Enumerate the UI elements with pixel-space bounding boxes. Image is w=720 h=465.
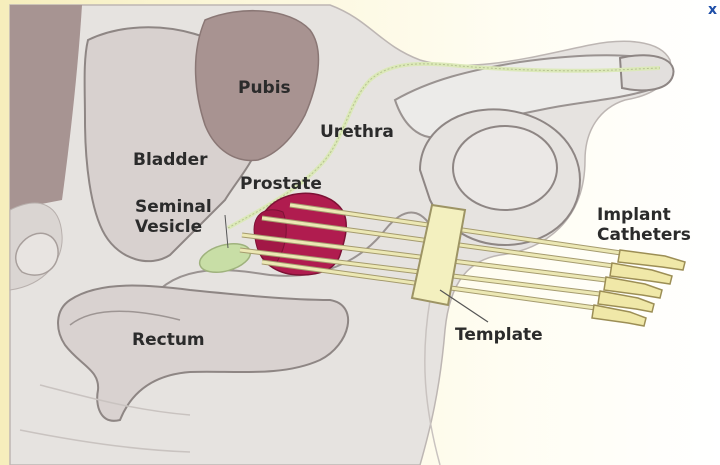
label-pubis: Pubis <box>238 78 291 98</box>
label-seminal: Seminal <box>135 197 212 217</box>
label-rectum: Rectum <box>132 330 205 350</box>
label-vesicle: Vesicle <box>135 217 202 237</box>
testis-shape <box>453 126 557 210</box>
label-urethra: Urethra <box>320 122 394 142</box>
label-template: Template <box>455 325 543 345</box>
corner-mark: x <box>708 2 717 18</box>
glans-shape <box>620 55 673 90</box>
label-catheters: Catheters <box>597 225 691 245</box>
catheter-tips <box>592 250 685 326</box>
label-bladder: Bladder <box>133 150 208 170</box>
label-prostate: Prostate <box>240 174 322 194</box>
label-implant: Implant <box>597 205 671 225</box>
